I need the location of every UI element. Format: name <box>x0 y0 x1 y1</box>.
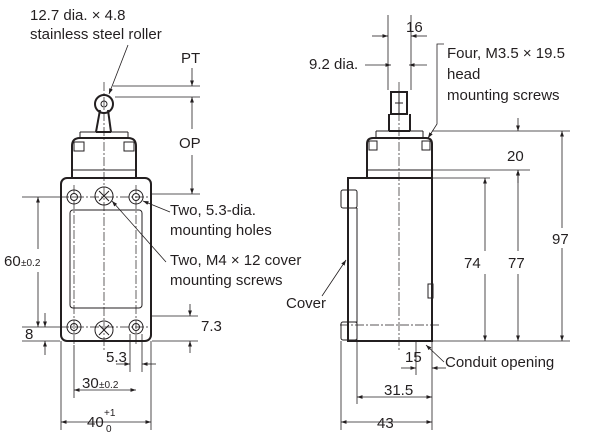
dim-16-label: 16 <box>406 19 423 36</box>
dim-8-label: 8 <box>25 326 33 343</box>
head-screws-label-1: Four, M3.5 × 19.5 <box>447 45 565 62</box>
dim-5-3-label: 5.3 <box>106 349 127 366</box>
dim-40-tol-upper: +1 <box>104 408 116 419</box>
dim-15-label: 15 <box>405 349 422 366</box>
dim-43-label: 43 <box>377 415 394 432</box>
dim-9-2-label: 9.2 dia. <box>309 56 358 73</box>
dim-20-label: 20 <box>507 148 524 165</box>
roller-dimension-label: 12.7 dia. × 4.8 <box>30 7 126 24</box>
mounting-holes-label-1: Two, 5.3-dia. <box>170 202 256 219</box>
conduit-opening-label: Conduit opening <box>445 354 554 371</box>
dim-31-5-label: 31.5 <box>384 382 413 399</box>
side-body <box>340 177 434 342</box>
front-view: 12.7 dia. × 4.8 stainless steel roller P… <box>4 7 301 435</box>
roller-material-label: stainless steel roller <box>30 26 162 43</box>
pt-label: PT <box>181 50 200 67</box>
cover-label: Cover <box>286 295 326 312</box>
dim-60-label: 60 <box>4 253 21 270</box>
side-head <box>366 130 433 178</box>
dim-30-tolerance: ±0.2 <box>99 380 119 391</box>
cover-screws-label-1: Two, M4 × 12 cover <box>170 252 301 269</box>
dim-60-tolerance: ±0.2 <box>21 258 41 269</box>
dim-77-label: 77 <box>508 255 525 272</box>
dim-74-label: 74 <box>464 255 481 272</box>
dim-7-3-label: 7.3 <box>201 318 222 335</box>
cover-screws-label-2: mounting screws <box>170 272 283 289</box>
dim-30-label: 30 <box>82 375 99 392</box>
side-view: 16 9.2 dia. Four, M3.5 × 19.5 head mount… <box>286 15 570 432</box>
mounting-holes-label-2: mounting holes <box>170 222 272 239</box>
op-label: OP <box>179 135 201 152</box>
head-screws-label-3: mounting screws <box>447 87 560 104</box>
dim-40-label: 40 <box>87 414 104 431</box>
head-screws-label-2: head <box>447 66 480 83</box>
switch-body <box>60 177 152 342</box>
dim-97-label: 97 <box>552 231 569 248</box>
dim-40-tol-lower: 0 <box>106 424 112 435</box>
